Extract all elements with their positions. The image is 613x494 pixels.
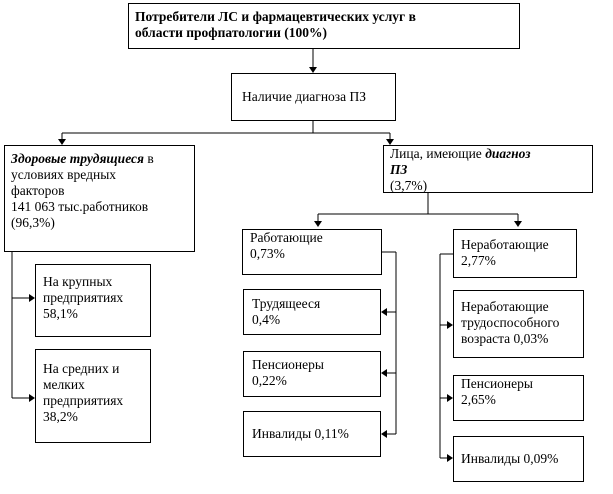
diagnosed-line-2-bold: ПЗ	[390, 162, 408, 177]
nonworking-able-box: Неработающие трудоспособного возраста 0,…	[453, 290, 584, 358]
diagnosed-box: Лица, имеющие диагноз ПЗ (3,7%)	[383, 145, 593, 193]
diagnosed-row-1: Лица, имеющие диагноз	[390, 146, 586, 162]
nonworking-box: Неработающие 2,77%	[453, 229, 577, 278]
large-enterprises-box: На крупных предприятиях 58,1%	[35, 264, 151, 337]
arrow-to-nonworking	[514, 221, 522, 227]
healthy-title-row: Здоровые трудящиеся в	[11, 151, 188, 167]
arrow-to-medium	[29, 394, 35, 402]
root-line-2: области профпатологии (100%)	[135, 25, 327, 40]
workers-box: Трудящееся 0,4%	[243, 289, 381, 335]
large-line-3: 58,1%	[43, 306, 78, 321]
nonworking-line-1: Неработающие	[461, 237, 549, 252]
arrow-to-pensioners-nonworking	[447, 394, 453, 402]
healthy-line-2: условиях вредных	[11, 167, 117, 182]
arrow-to-workers	[381, 308, 387, 316]
healthy-workers-box: Здоровые трудящиеся в условиях вредных ф…	[4, 145, 195, 252]
root-line-1: Потребители ЛС и фармацевтических услуг …	[135, 9, 416, 24]
pensioners-working-line-2: 0,22%	[252, 373, 287, 388]
arrow-to-healthy	[58, 139, 66, 145]
arrow-to-large	[29, 294, 35, 302]
arrow-to-diagnosis	[309, 67, 317, 73]
disabled-working-box: Инвалиды 0,11%	[243, 411, 381, 457]
diagnosed-row-2: ПЗ	[390, 162, 586, 178]
healthy-line-4: 141 063 тыс.работников	[11, 199, 149, 214]
medium-enterprises-box: На средних и мелких предприятиях 38,2%	[35, 349, 151, 443]
nonworking-able-line-3: возраста 0,03%	[461, 331, 549, 346]
working-line-2: 0,73%	[250, 246, 285, 261]
arrow-to-disabled-nonworking	[447, 454, 453, 462]
disabled-nonworking-line-1: Инвалиды 0,09%	[461, 451, 559, 466]
root-box: Потребители ЛС и фармацевтических услуг …	[128, 3, 520, 49]
pensioners-working-line-1: Пенсионеры	[252, 357, 324, 372]
healthy-title-rest: в	[143, 151, 154, 166]
disabled-nonworking-box: Инвалиды 0,09%	[453, 436, 584, 482]
nonworking-line-2: 2,77%	[461, 253, 496, 268]
medium-line-1: На средних и	[43, 361, 120, 376]
large-line-1: На крупных	[43, 274, 113, 289]
nonworking-able-line-1: Неработающие	[461, 299, 549, 314]
medium-line-3: предприятиях	[43, 393, 124, 408]
diagnosed-line-3: (3,7%)	[390, 178, 428, 193]
arrow-to-disabled-working	[381, 430, 387, 438]
workers-line-1: Трудящееся	[252, 296, 321, 311]
healthy-title-bold: Здоровые трудящиеся	[11, 151, 144, 166]
arrow-to-nonworking-able	[447, 321, 453, 329]
pensioners-working-box: Пенсионеры 0,22%	[243, 351, 381, 397]
diagnosed-line-1-plain: Лица, имеющие	[390, 146, 486, 161]
medium-line-4: 38,2%	[43, 409, 78, 424]
arrow-to-pensioners-working	[381, 369, 387, 377]
diagnosed-line-1-bold: диагноз	[485, 146, 531, 161]
diagnosis-label: Наличие диагноза ПЗ	[242, 89, 367, 104]
healthy-line-3: факторов	[11, 183, 65, 198]
diagnosis-box: Наличие диагноза ПЗ	[231, 73, 396, 121]
workers-line-2: 0,4%	[252, 312, 281, 327]
pensioners-nonworking-box: Пенсионеры 2,65%	[453, 375, 584, 421]
arrow-to-diagnosed	[386, 139, 394, 145]
pensioners-nonworking-line-1: Пенсионеры	[461, 376, 533, 391]
pensioners-nonworking-line-2: 2,65%	[461, 392, 496, 407]
large-line-2: предприятиях	[43, 290, 124, 305]
healthy-line-5: (96,3%)	[11, 215, 55, 230]
nonworking-able-line-2: трудоспособного	[461, 315, 560, 330]
disabled-working-line-1: Инвалиды 0,11%	[252, 426, 349, 441]
medium-line-2: мелких	[43, 377, 85, 392]
working-line-1: Работающие	[250, 230, 323, 245]
working-box: Работающие 0,73%	[242, 229, 382, 275]
arrow-to-working	[314, 221, 322, 227]
